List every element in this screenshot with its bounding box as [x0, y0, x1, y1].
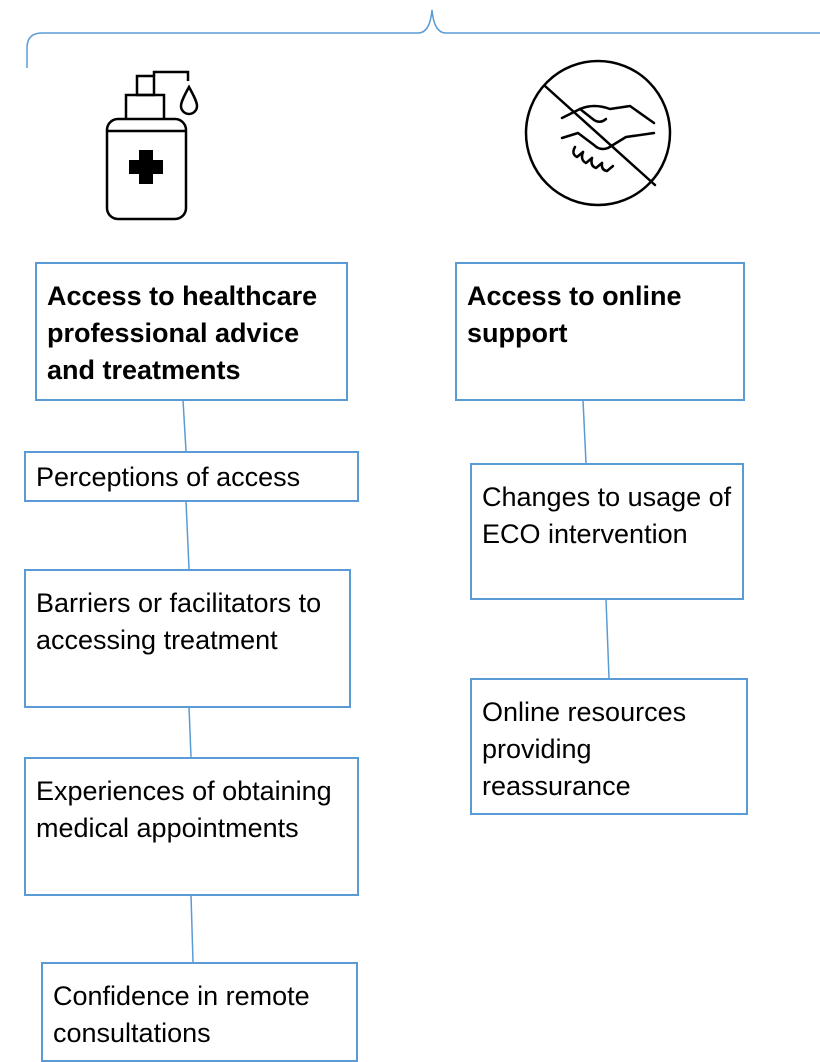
no-handshake-icon	[524, 59, 672, 207]
theme-box-remote-consultations: Confidence in remote consultations	[41, 962, 358, 1062]
header-box-healthcare: Access to healthcare professional advice…	[35, 262, 348, 401]
theme-box-perceptions-of-access: Perceptions of access	[24, 451, 359, 502]
connector-line	[182, 399, 187, 452]
sanitizer-bottle-icon	[105, 70, 199, 221]
top-brace	[26, 9, 820, 68]
connector-line	[188, 706, 192, 758]
connector-line	[605, 598, 610, 679]
connector-line	[185, 500, 190, 570]
connector-line	[582, 399, 587, 464]
theme-box-barriers-facilitators: Barriers or facilitators to accessing tr…	[24, 569, 351, 708]
theme-box-online-resources: Online resources providing reassurance	[470, 678, 748, 815]
connector-line	[190, 894, 194, 963]
theme-box-medical-appointments: Experiences of obtaining medical appoint…	[24, 757, 359, 896]
header-box-online-support: Access to online support	[455, 262, 745, 401]
theme-box-eco-intervention: Changes to usage of ECO intervention	[470, 463, 744, 600]
